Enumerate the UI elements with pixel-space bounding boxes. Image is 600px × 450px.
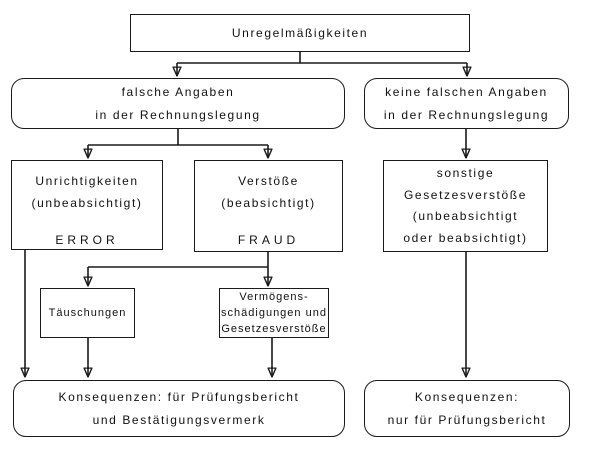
node-text-line: Unregelmäßigkeiten (231, 25, 369, 40)
node-text-line: Konsequenzen: für Prüfungsbericht (58, 389, 300, 404)
node-text-line: Unrichtigkeiten (35, 174, 139, 188)
node-text-line: schädigungen und (221, 307, 327, 319)
node-text-line: (unbeabsichtigt (412, 209, 519, 223)
node-deceptions: Täuschungen (40, 288, 135, 338)
node-text-line: Gesetzesverstöße (404, 187, 527, 202)
connector-root-branch (177, 52, 467, 64)
node-asset-damages: Vermögens- schädigungen und Gesetzesvers… (219, 288, 329, 338)
node-consequences-report-only: Konsequenzen: nur für Prüfungsbericht (364, 380, 570, 437)
node-text-line: Gesetzesverstöße (221, 323, 327, 335)
node-false-statements: falsche Angaben in der Rechnungslegung (11, 78, 345, 129)
node-tag-fraud: FRAUD (237, 233, 300, 247)
node-other-law-violations: sonstige Gesetzesverstöße (unbeabsichtig… (383, 160, 548, 252)
node-text-line: und Bestätigungsvermerk (92, 412, 266, 427)
node-text-line: falsche Angaben (121, 84, 235, 99)
node-text-line: Täuschungen (48, 307, 127, 319)
connector-false-branch (88, 129, 268, 146)
node-text-line: Verstöße (238, 174, 299, 188)
node-irregularities: Unregelmäßigkeiten (130, 14, 470, 52)
node-text-line: in der Rechnungslegung (383, 107, 550, 122)
node-text-line: Vermögens- (239, 291, 309, 303)
node-tag-error: ERROR (55, 233, 119, 247)
node-text-line: nur für Prüfungsbericht (387, 412, 547, 427)
node-error: Unrichtigkeiten (unbeabsichtigt) ERROR (11, 160, 163, 250)
node-text-line: sonstige (436, 166, 495, 180)
node-text-line: keine falschen Angaben (385, 84, 548, 99)
node-consequences-report-and-opinion: Konsequenzen: für Prüfungsbericht und Be… (13, 380, 345, 437)
node-text-line: (unbeabsichtigt) (31, 196, 143, 210)
node-text-line: oder beabsichtigt) (403, 230, 528, 245)
node-no-false-statements: keine falschen Angaben in der Rechnungsl… (364, 78, 569, 129)
node-fraud: Verstöße (beabsichtigt) FRAUD (194, 160, 343, 252)
node-text-line: in der Rechnungslegung (95, 107, 261, 122)
connector-fraud-branch (88, 252, 269, 268)
node-text-line: (beabsichtigt) (221, 196, 316, 210)
node-text-line: Konsequenzen: (414, 389, 520, 404)
